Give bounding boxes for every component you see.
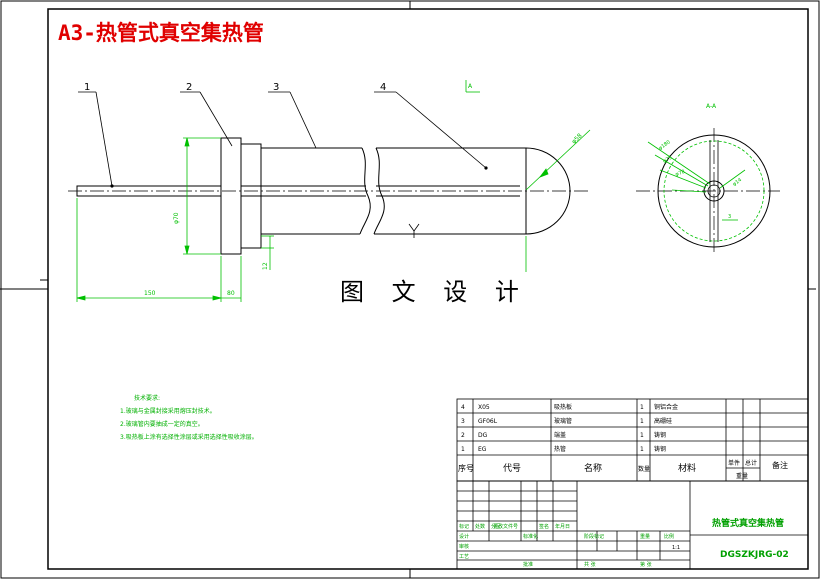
bom-row-3-code: GF06L [478,418,498,425]
tb-label-5: 签名 [539,523,549,530]
tb-label-1: 标记 [459,523,469,530]
tb-label-16: 第 张 [640,561,652,568]
bom-header-code: 代号 [503,463,521,474]
center-y-mark [408,223,420,238]
bom-row-4-qty: 1 [640,404,644,411]
section-dim-4: φ14 [732,177,743,187]
green-dimension-text: 150 80 φ70 12 φ58 A [144,83,584,297]
notes-line-2: 2.玻璃管内要抽成一定的真空。 [120,421,204,428]
green-dimensions [76,80,591,302]
section-dim-5: 3 [728,214,731,220]
notes-line-3: 3.吸热板上涂有选择性涂层或采用选择性吸收涂层。 [120,434,258,441]
bom-row-2-material: 铸钢 [654,431,666,439]
tb-label-2: 处数 [475,523,485,530]
glass-tube [261,147,571,235]
technical-notes: 技术要求: 1.玻璃与金属封接采用熔压封技术。 2.玻璃管内要抽成一定的真空。 … [120,392,258,444]
watermark-text: 图 文 设 计 [338,272,531,307]
part-numbers: 1 2 3 4 [84,82,386,93]
drawing-title: A3-热管式真空集热管 [58,21,264,45]
part-number-4: 4 [380,82,386,93]
tb-label-9: 阶段标记 [584,533,604,540]
dim-small: 12 [262,262,269,270]
tb-label-10: 重量 [640,533,650,540]
bom-row-1-qty: 1 [640,446,644,453]
section-view: A-A φ180 φ75 φ78 φ14 3 [647,103,771,248]
section-dim-3: φ78 [675,169,686,178]
bom-row-4-name: 吸热板 [554,403,572,411]
bom-header-total: 总计 [745,459,757,467]
part-number-1: 1 [84,82,90,93]
tb-drawing-name: 热管式真空集热管 [712,517,784,529]
end-cap-flange [220,137,262,255]
dim-dia-right: φ58 [570,132,583,145]
bom-row-2-name: 端盖 [554,431,566,439]
centerlines [68,128,780,255]
tb-label-7: 设计 [459,533,469,540]
bom-row-1-code: EG [478,446,487,453]
bom-row-1-material: 铸钢 [654,445,666,453]
bom-row-4-no: 4 [461,404,465,411]
section-dim-1: φ180 [658,139,672,151]
section-view-label: A-A [706,103,717,110]
title-block-text: 标记 处数 分区 更改文件号 签名 年月日 设计 标准化 阶段标记 重量 比例 … [459,523,680,568]
bom-header-material: 材料 [678,462,696,474]
bom-row-2-qty: 1 [640,432,644,439]
tb-label-3: 分区 [491,523,501,530]
bom-text: 4 X05 吸热板 1 铜铝合金 3 GF06L 玻璃管 1 高硼硅 2 DG … [458,403,788,480]
bom-header-qty: 数量 [638,465,650,473]
bom-row-2-no: 2 [461,432,465,439]
bom-row-2-code: DG [478,432,488,439]
tb-label-14: 批准 [523,561,533,568]
tb-label-11: 比例 [664,533,674,540]
bom-row-4-material: 铜铝合金 [654,403,678,411]
bom-row-3-material: 高硼硅 [654,417,672,425]
tb-label-13: 工艺 [459,554,469,560]
dim-height-flange: φ70 [173,212,180,224]
bom-row-4-code: X05 [478,404,490,411]
tb-drawing-code: DGSZKJRG-02 [720,550,789,560]
bom-row-3-no: 3 [461,418,465,425]
bom-header-unit: 单件 [728,459,740,467]
dim-length-flange: 80 [227,290,235,297]
leader-lines [78,91,488,188]
bom-header-name: 名称 [584,462,602,474]
title-block [456,480,809,570]
tb-label-12: 审核 [459,543,469,550]
dim-length-left: 150 [144,290,156,297]
section-mark: A [468,83,473,90]
tb-label-6: 年月日 [555,523,570,530]
tb-scale: 1:1 [672,545,680,551]
tb-label-15: 共 张 [584,561,596,568]
bom-row-1-name: 热管 [554,445,566,453]
tb-label-8: 标准化 [523,533,538,540]
section-dim-2: φ75 [662,155,673,165]
part-number-3: 3 [273,82,279,93]
bom-row-3-name: 玻璃管 [554,417,572,425]
bom-header-weight: 重量 [736,472,748,480]
notes-line-1: 1.玻璃与金属封接采用熔压封技术。 [120,408,216,415]
bom-row-3-qty: 1 [640,418,644,425]
bom-header-remark: 备注 [772,460,788,470]
part-number-2: 2 [186,82,192,93]
bom-header-no: 序号 [458,463,474,473]
notes-heading: 技术要求: [134,395,161,402]
bom-row-1-no: 1 [461,446,465,453]
tb-label-4: 更改文件号 [493,523,518,530]
